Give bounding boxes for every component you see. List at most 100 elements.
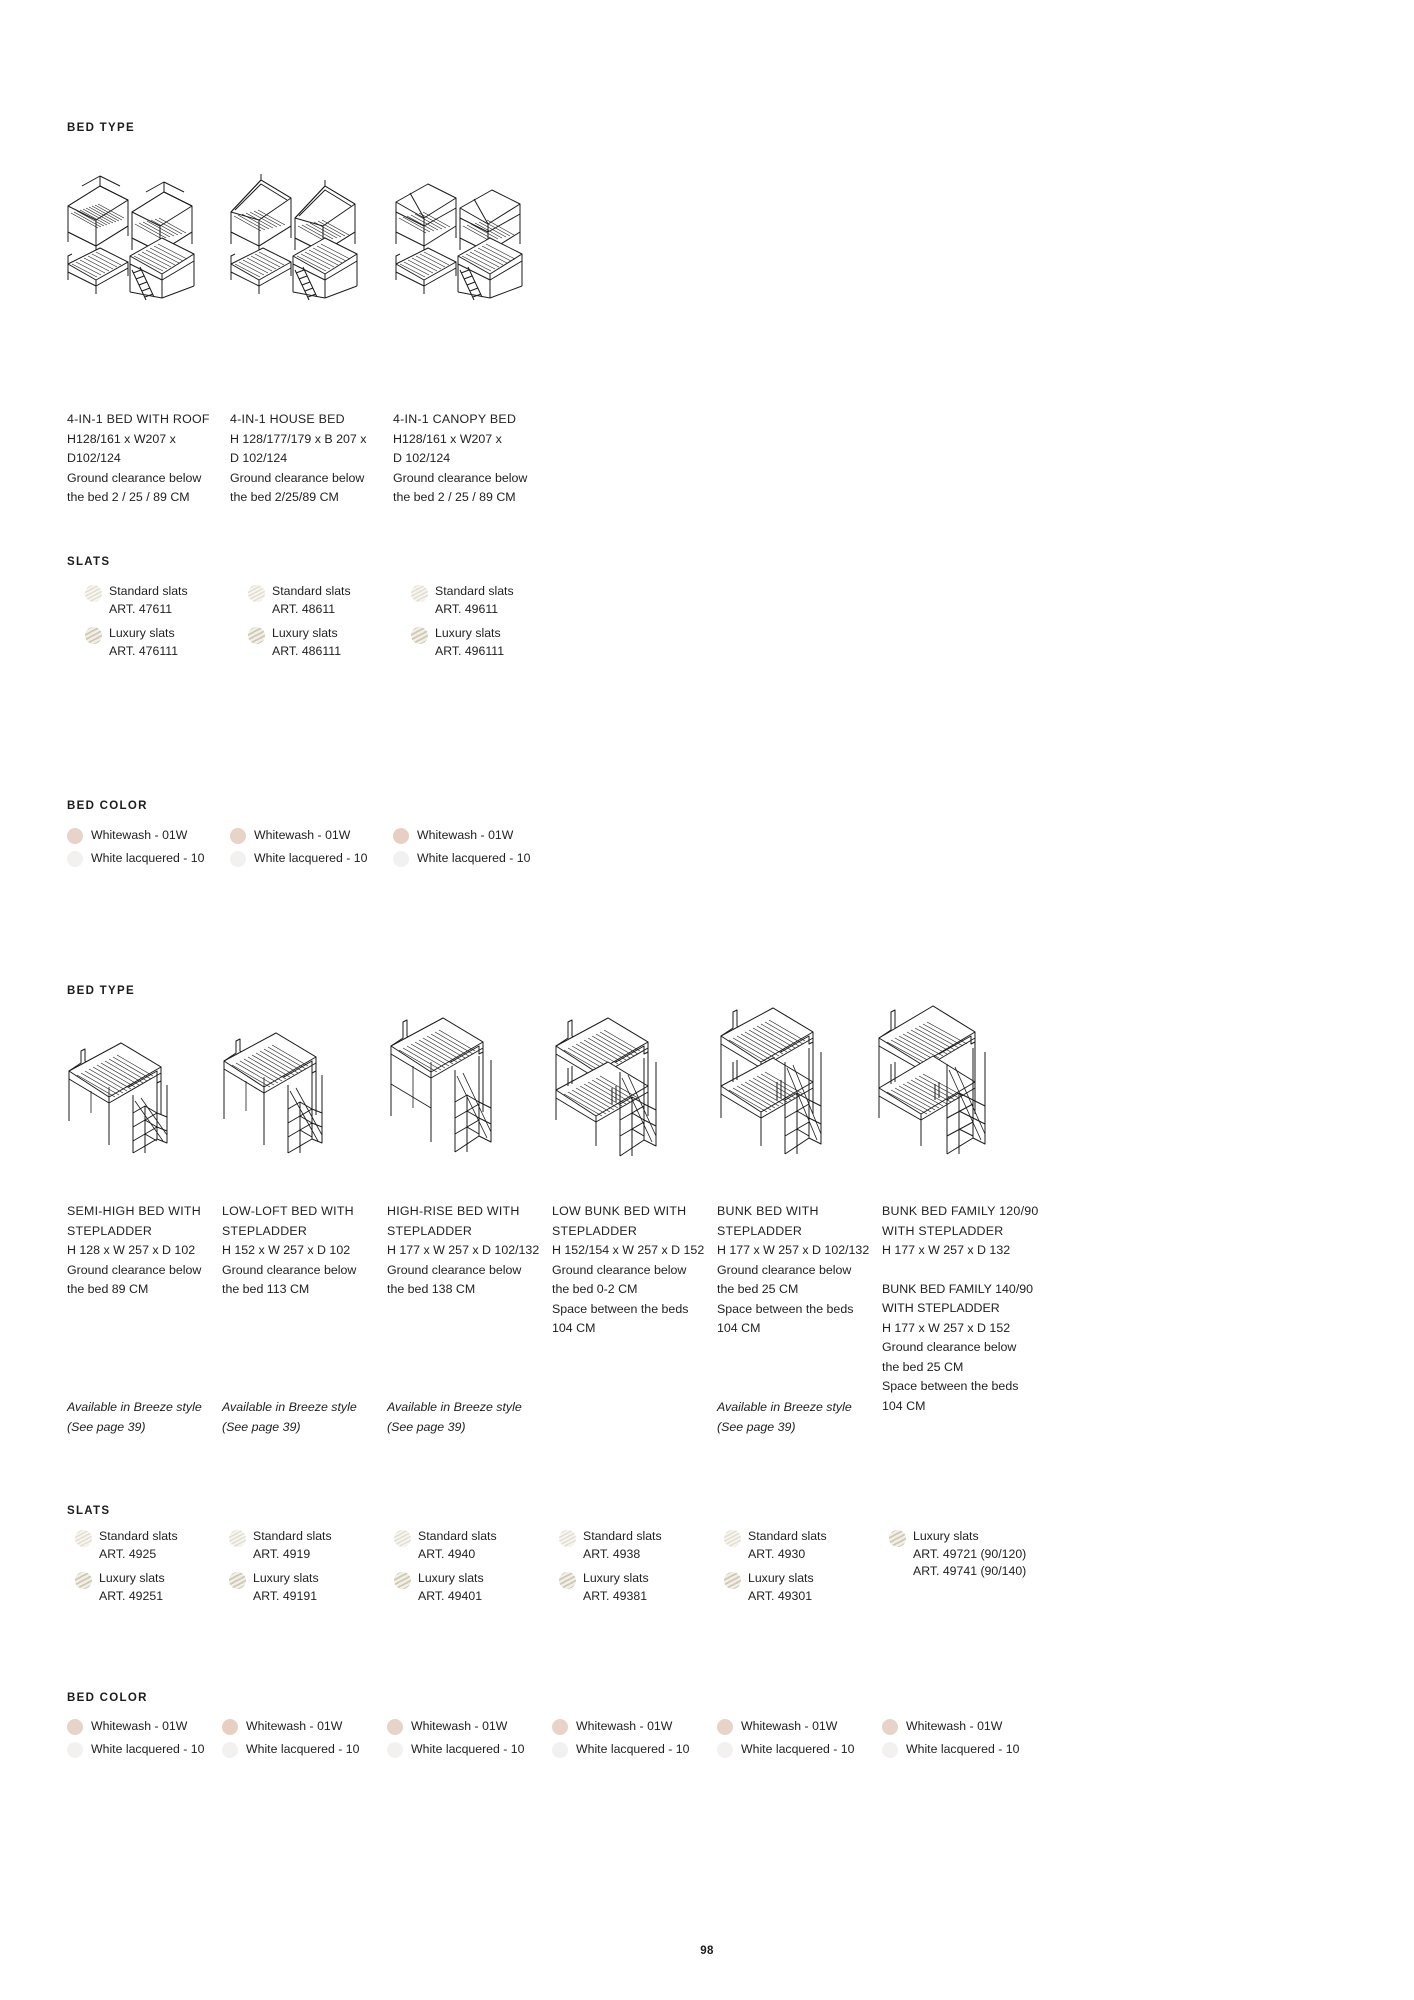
standard-slats-icon: [85, 585, 102, 602]
bed-clearance: Ground clearance below the bed 2 / 25 / …: [67, 470, 202, 505]
bed-caption: 4-IN-1 BED WITH ROOF H128/161 x W207 x D…: [67, 410, 217, 508]
color-option[interactable]: White lacquered - 10: [393, 850, 553, 867]
slat-item[interactable]: Luxury slats ART. 49401: [394, 1570, 544, 1605]
slat-label: Luxury slats ART. 49301: [748, 1571, 814, 1603]
standard-slats-icon: [75, 1530, 92, 1547]
color-label: Whitewash - 01W: [417, 828, 514, 842]
color-group: Whitewash - 01W White lacquered - 10: [222, 1718, 382, 1764]
slat-item[interactable]: Luxury slats ART. 49301: [724, 1570, 874, 1605]
color-option[interactable]: Whitewash - 01W: [230, 827, 390, 844]
slat-item[interactable]: Standard slats ART. 4938: [559, 1528, 709, 1563]
bed-dimensions: H 177 x W 257 x D 132: [882, 1243, 1011, 1257]
white-lacquered-swatch: [222, 1741, 238, 1758]
white-lacquered-swatch: [67, 850, 83, 867]
slat-item[interactable]: Luxury slats ART. 496111: [411, 625, 561, 660]
low-loft-bed-illustration: [218, 1025, 348, 1165]
slat-item[interactable]: Standard slats ART. 4940: [394, 1528, 544, 1563]
slat-item[interactable]: Standard slats ART. 4925: [75, 1528, 225, 1563]
section-2-bed-type-heading: BED TYPE: [67, 985, 135, 997]
slats-group: Standard slats ART. 4940 Luxury slats AR…: [394, 1528, 544, 1612]
whitewash-swatch: [67, 827, 83, 844]
color-option[interactable]: White lacquered - 10: [717, 1741, 877, 1758]
color-option[interactable]: Whitewash - 01W: [222, 1718, 382, 1735]
slat-label: Luxury slats ART. 49721 (90/120) ART. 49…: [913, 1529, 1027, 1578]
color-group: Whitewash - 01W White lacquered - 10: [387, 1718, 547, 1764]
whitewash-swatch: [222, 1718, 238, 1735]
section-2-bed-color-heading: BED COLOR: [67, 1692, 148, 1704]
slat-item[interactable]: Standard slats ART. 48611: [248, 583, 398, 618]
luxury-slats-icon: [248, 627, 265, 644]
slat-label: Standard slats ART. 4940: [418, 1529, 497, 1561]
slats-group: Standard slats ART. 48611 Luxury slats A…: [248, 583, 398, 667]
color-label: White lacquered - 10: [906, 1742, 1020, 1756]
slat-label: Standard slats ART. 4919: [253, 1529, 332, 1561]
color-label: Whitewash - 01W: [254, 828, 351, 842]
bunk-bed-family-illustration: [875, 1000, 1020, 1160]
color-option[interactable]: White lacquered - 10: [67, 1741, 227, 1758]
slat-item[interactable]: Luxury slats ART. 49251: [75, 1570, 225, 1605]
luxury-slats-icon: [889, 1530, 906, 1547]
color-option[interactable]: Whitewash - 01W: [67, 827, 227, 844]
bed-caption: HIGH-RISE BED WITH STEPLADDER H 177 x W …: [387, 1202, 547, 1300]
slat-label: Standard slats ART. 49611: [435, 584, 514, 616]
color-option[interactable]: White lacquered - 10: [882, 1741, 1042, 1758]
slat-item[interactable]: Standard slats ART. 49611: [411, 583, 561, 618]
slat-label: Luxury slats ART. 49191: [253, 1571, 319, 1603]
white-lacquered-swatch: [882, 1741, 898, 1758]
color-option[interactable]: Whitewash - 01W: [393, 827, 553, 844]
slat-item[interactable]: Standard slats ART. 4919: [229, 1528, 379, 1563]
color-option[interactable]: White lacquered - 10: [222, 1741, 382, 1758]
color-option[interactable]: White lacquered - 10: [230, 850, 390, 867]
bed-clearance: Ground clearance below the bed 113 CM: [222, 1262, 357, 1297]
color-label: White lacquered - 10: [254, 851, 368, 865]
standard-slats-icon: [394, 1530, 411, 1547]
color-option[interactable]: White lacquered - 10: [387, 1741, 547, 1758]
bed-title: LOW BUNK BED WITH STEPLADDER: [552, 1204, 687, 1238]
color-group: Whitewash - 01W White lacquered - 10: [67, 827, 227, 873]
slats-group: Standard slats ART. 4925 Luxury slats AR…: [75, 1528, 225, 1612]
bed-title: BUNK BED FAMILY 120/90 WITH STEPLADDER: [882, 1204, 1039, 1238]
standard-slats-icon: [248, 585, 265, 602]
color-label: White lacquered - 10: [91, 1742, 205, 1756]
slats-group: Standard slats ART. 4938 Luxury slats AR…: [559, 1528, 709, 1612]
color-group: Whitewash - 01W White lacquered - 10: [717, 1718, 877, 1764]
color-option[interactable]: Whitewash - 01W: [717, 1718, 877, 1735]
color-option[interactable]: White lacquered - 10: [552, 1741, 712, 1758]
slat-item[interactable]: Luxury slats ART. 49191: [229, 1570, 379, 1605]
color-option[interactable]: White lacquered - 10: [67, 850, 227, 867]
color-label: White lacquered - 10: [741, 1742, 855, 1756]
bed-clearance: Ground clearance below the bed 25 CM Spa…: [717, 1262, 854, 1336]
slat-item[interactable]: Standard slats ART. 47611: [85, 583, 235, 618]
bed-title: 4-IN-1 CANOPY BED: [393, 412, 517, 426]
whitewash-swatch: [882, 1718, 898, 1735]
slat-label: Standard slats ART. 47611: [109, 584, 188, 616]
slat-item[interactable]: Luxury slats ART. 49381: [559, 1570, 709, 1605]
white-lacquered-swatch: [67, 1741, 83, 1758]
color-group: Whitewash - 01W White lacquered - 10: [67, 1718, 227, 1764]
slat-item[interactable]: Standard slats ART. 4930: [724, 1528, 874, 1563]
slat-label: Luxury slats ART. 486111: [272, 626, 342, 658]
slat-label: Luxury slats ART. 49401: [418, 1571, 484, 1603]
color-label: White lacquered - 10: [91, 851, 205, 865]
color-option[interactable]: Whitewash - 01W: [882, 1718, 1042, 1735]
color-label: Whitewash - 01W: [246, 1719, 343, 1733]
standard-slats-icon: [411, 585, 428, 602]
color-option[interactable]: Whitewash - 01W: [387, 1718, 547, 1735]
color-option[interactable]: Whitewash - 01W: [552, 1718, 712, 1735]
bed-secondary-block: BUNK BED FAMILY 140/90 WITH STEPLADDER H…: [882, 1281, 1034, 1413]
color-label: Whitewash - 01W: [91, 1719, 188, 1733]
color-label: White lacquered - 10: [411, 1742, 525, 1756]
bed-caption: LOW BUNK BED WITH STEPLADDER H 152/154 x…: [552, 1202, 717, 1339]
slat-item[interactable]: Luxury slats ART. 49721 (90/120) ART. 49…: [889, 1528, 1059, 1581]
slat-item[interactable]: Luxury slats ART. 476111: [85, 625, 235, 660]
slat-label: Standard slats ART. 4930: [748, 1529, 827, 1561]
section-1-bed-type-heading: BED TYPE: [67, 122, 135, 134]
whitewash-swatch: [393, 827, 409, 844]
whitewash-swatch: [552, 1718, 568, 1735]
breeze-note: Available in Breeze style (See page 39): [387, 1400, 522, 1434]
slat-item[interactable]: Luxury slats ART. 486111: [248, 625, 398, 660]
slats-group: Standard slats ART. 4930 Luxury slats AR…: [724, 1528, 874, 1612]
color-option[interactable]: Whitewash - 01W: [67, 1718, 227, 1735]
bed-dimensions: H 177 x W 257 x D 102/132: [387, 1243, 540, 1257]
slats-group: Luxury slats ART. 49721 (90/120) ART. 49…: [889, 1528, 1059, 1588]
